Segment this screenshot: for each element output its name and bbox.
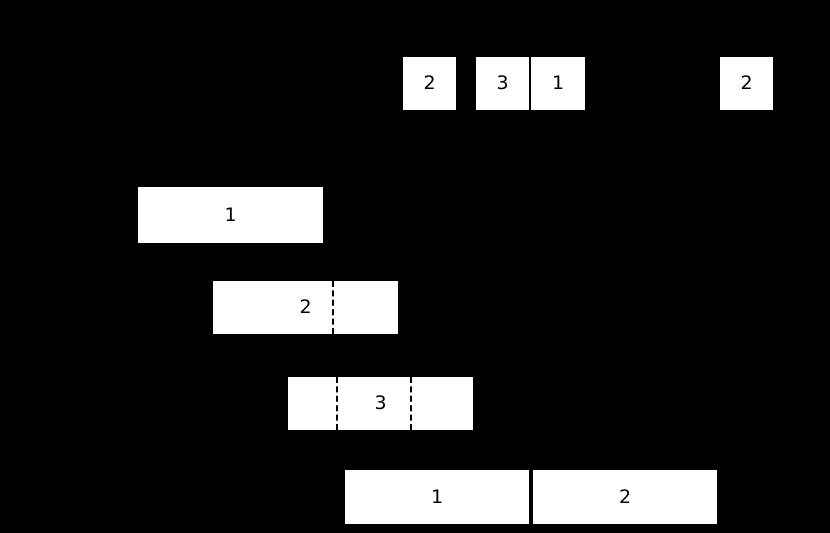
timeline-block: 3: [476, 57, 529, 110]
timeline-block-label: 2: [299, 296, 312, 318]
timeline-block-label: 1: [224, 203, 237, 226]
timeline-block: 1: [345, 470, 529, 524]
timeline-block: 3: [288, 377, 473, 430]
timeline-block-label: 2: [423, 72, 436, 94]
timeline-block: 1: [138, 187, 323, 243]
timeline-block-label: 3: [374, 392, 387, 414]
timeline-block-label: 2: [740, 72, 753, 94]
timeline-block: 2: [720, 57, 773, 110]
timeline-block-label: 3: [496, 72, 509, 94]
timeline-block: 1: [531, 57, 585, 110]
timeline-block-label: 1: [430, 485, 444, 508]
timeline-block: 2: [403, 57, 456, 110]
timeline-block: 2: [213, 281, 398, 334]
timeline-block-label: 1: [551, 72, 565, 94]
timeline-block-label: 2: [618, 485, 632, 508]
timeline-block: 2: [533, 470, 717, 524]
